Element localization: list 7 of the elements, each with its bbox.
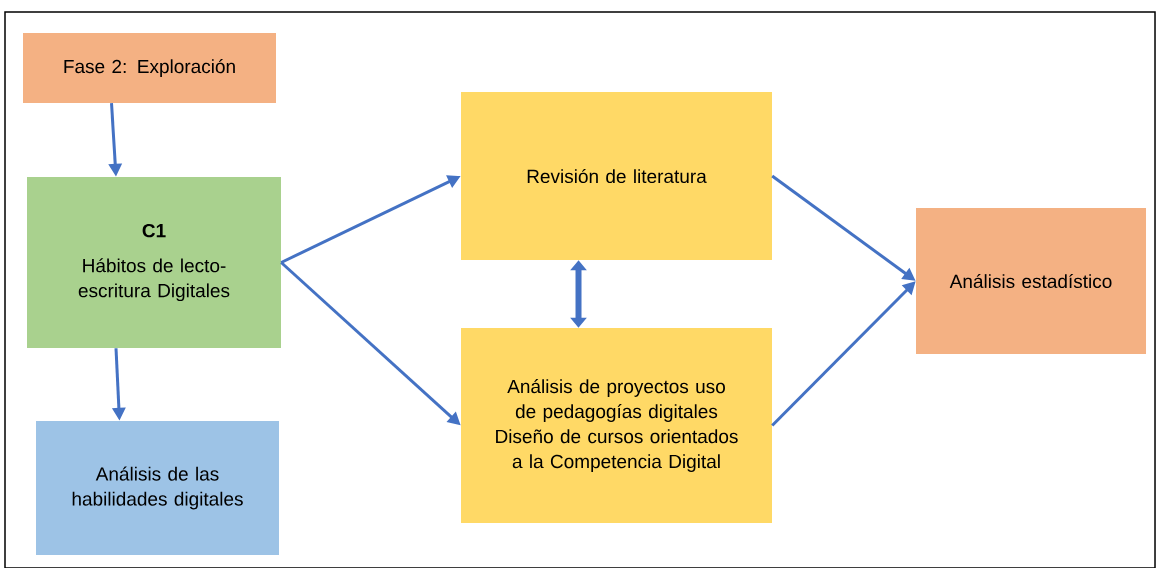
process-box: C1 Hábitos de lecto-escritura Digitales (27, 177, 281, 348)
process-box: Análisis de las habilidades digitales (36, 421, 279, 555)
arrow (570, 260, 587, 328)
process-box: Fase 2: Exploración (23, 33, 276, 103)
process-box: Revisión de literatura (461, 92, 772, 260)
process-box: Análisis estadístico (916, 208, 1146, 354)
process-box: Análisis de proyectos uso de pedagogías digitales Diseño de cursos orientados a la Competencia Digital (461, 328, 772, 523)
